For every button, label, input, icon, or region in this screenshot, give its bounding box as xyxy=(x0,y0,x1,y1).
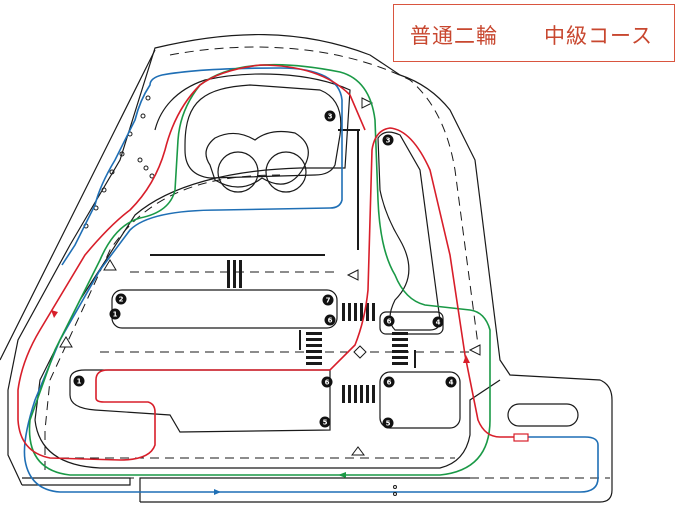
numbered-markers: 3 3 2 1 1 7 6 6 4 6 6 4 5 5 xyxy=(73,110,457,429)
marker-1a: 1 xyxy=(109,308,121,320)
svg-text:3: 3 xyxy=(386,137,391,145)
course-title-box: 普通二輪 中級コース xyxy=(393,4,675,62)
triangle-markers xyxy=(59,97,481,456)
blue-arrow xyxy=(214,489,221,495)
figure-eight-outline xyxy=(205,130,309,188)
triangle-lower-left xyxy=(59,336,73,348)
marker-3b: 3 xyxy=(382,134,394,146)
bottom-road-border xyxy=(34,379,501,469)
svg-text:4: 4 xyxy=(449,379,454,387)
start-lane-left xyxy=(22,477,131,486)
center-left-block xyxy=(111,289,338,329)
figure-eight-left xyxy=(217,151,259,193)
triangle-right xyxy=(468,344,481,356)
triangle-top-right xyxy=(361,97,374,109)
start-lane-divider xyxy=(139,477,470,502)
svg-text:7: 7 xyxy=(326,297,331,305)
lower-right-block xyxy=(379,371,461,429)
direction-arrows xyxy=(51,310,470,495)
svg-text:6: 6 xyxy=(387,379,392,387)
svg-text:3: 3 xyxy=(328,113,333,121)
crosswalk-left-vertical xyxy=(306,332,322,365)
lower-left-block xyxy=(69,369,331,433)
marker-4a: 4 xyxy=(432,316,444,328)
stop-lines xyxy=(150,129,416,368)
diamond-center xyxy=(353,345,367,359)
red-route xyxy=(17,64,518,461)
svg-text:6: 6 xyxy=(325,379,330,387)
red-arrow xyxy=(51,310,58,318)
svg-text:1: 1 xyxy=(113,311,118,319)
marker-4b: 4 xyxy=(445,376,457,388)
svg-text:6: 6 xyxy=(328,317,333,325)
marker-6a: 6 xyxy=(324,314,336,326)
start-point xyxy=(513,433,529,442)
crosswalk-top xyxy=(227,260,242,288)
triangle-left xyxy=(103,259,117,271)
marker-5a: 5 xyxy=(319,416,331,428)
vehicle-category-label: 普通二輪 xyxy=(410,24,498,48)
marker-2: 2 xyxy=(115,293,127,305)
svg-text:5: 5 xyxy=(386,420,391,428)
marker-6d: 6 xyxy=(383,376,395,388)
outer-boundary xyxy=(7,33,613,503)
svg-text:1: 1 xyxy=(77,378,82,386)
start-dots xyxy=(393,485,397,496)
marker-3a: 3 xyxy=(324,110,336,122)
course-outline xyxy=(0,33,613,503)
triangle-center xyxy=(346,269,359,281)
marker-6b: 6 xyxy=(383,315,395,327)
crosswalks xyxy=(227,260,408,403)
triangle-bottom xyxy=(351,446,365,456)
svg-text:2: 2 xyxy=(119,296,124,304)
figure-eight-right xyxy=(265,151,307,193)
marker-5b: 5 xyxy=(382,417,394,429)
crosswalk-center-upper xyxy=(342,303,375,321)
green-route xyxy=(28,63,491,476)
right-island xyxy=(377,131,441,331)
blue-route xyxy=(23,67,599,493)
svg-text:6: 6 xyxy=(387,318,392,326)
top-island xyxy=(184,84,342,179)
red-arrow-right xyxy=(463,355,470,363)
marker-6c: 6 xyxy=(321,376,333,388)
left-edge-road xyxy=(0,49,156,361)
svg-text:4: 4 xyxy=(436,319,441,327)
svg-text:5: 5 xyxy=(323,419,328,427)
dashed-lanes xyxy=(35,46,610,479)
right-slot xyxy=(507,403,579,427)
marker-7: 7 xyxy=(322,294,334,306)
inner-road-border xyxy=(34,73,351,421)
course-level-label: 中級コース xyxy=(544,24,653,48)
crosswalk-right-vertical xyxy=(392,332,408,365)
green-arrow xyxy=(338,472,346,478)
marker-1b: 1 xyxy=(73,375,85,387)
crosswalk-center-lower xyxy=(342,385,375,403)
